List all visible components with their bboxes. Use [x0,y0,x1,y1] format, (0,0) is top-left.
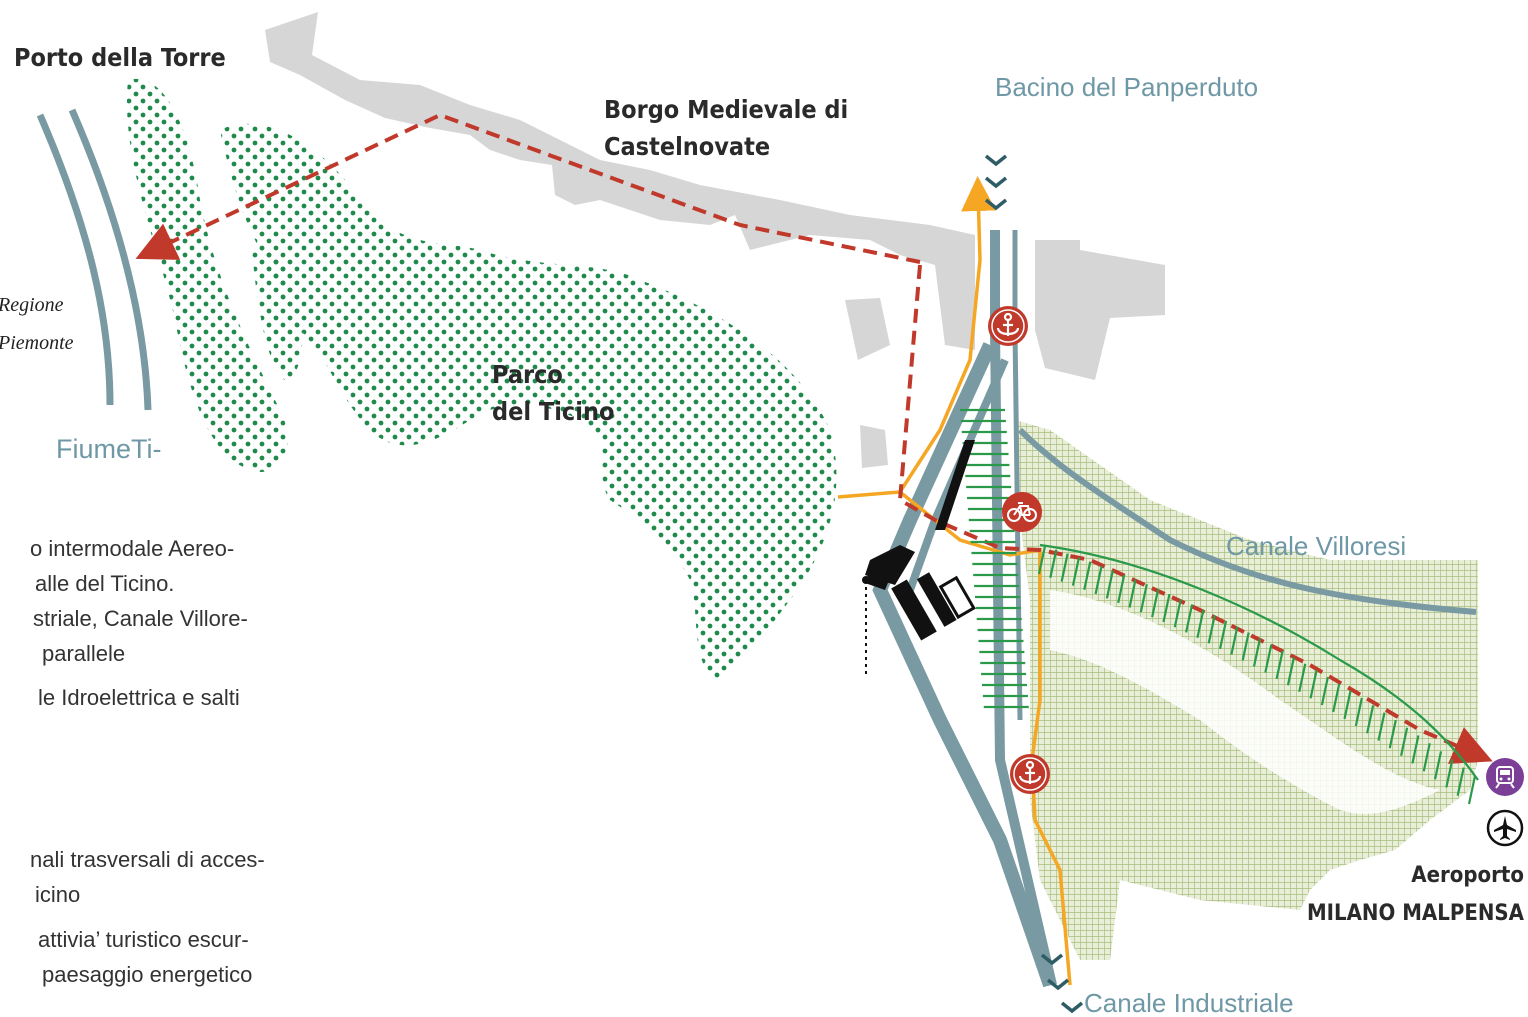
train-icon[interactable] [1486,758,1524,796]
label-borgo-line2: Castelnovate [604,132,770,161]
hatch-line [1252,638,1262,667]
grid-clearing [1050,590,1440,814]
hatch-line [1456,767,1465,796]
text-line: o intermodale Aereo- [30,536,234,561]
hatch-line [1433,751,1443,780]
airplane-icon[interactable] [1486,809,1524,847]
hatch-line [1173,598,1182,628]
hatch-line [1094,565,1103,595]
hatch-line [1275,650,1284,680]
tour-path [135,112,1493,764]
hatch-line [1207,615,1216,644]
hatch-line [1060,553,1069,582]
anchor-icon[interactable] [1010,754,1050,794]
label-canale-villoresi: Canale Villoresi [1226,531,1406,561]
text-line: alle del Ticino. [35,571,174,596]
hatch-line [1388,719,1397,749]
label-regione-line1: Regione [0,294,64,316]
hatch-line [1117,574,1126,604]
hatch-line [1377,712,1386,741]
hatch-line [1354,697,1363,727]
hatch-line [1196,609,1205,639]
label-fiume: FiumeTi- [56,434,162,464]
hatch-line [1162,593,1171,623]
text-line: attivia’ turistico escur- [38,927,249,952]
flow-direction-markers [984,154,1084,1014]
hatch-line [1083,561,1092,590]
hatch-line [1241,632,1250,661]
hatch-line [1366,705,1375,734]
ticino-river [36,108,152,411]
hatch-line [1320,676,1329,706]
hatch-line [1411,735,1420,764]
text-line: nali trasversali di acces- [30,847,265,872]
anchor-icon[interactable] [988,306,1028,346]
hatch-line [1218,620,1228,650]
hatch-line [1230,626,1239,655]
text-line: parallele [42,641,125,666]
hatch-line [1071,557,1081,586]
label-porto-della-torre: Porto della Torre [14,43,226,72]
label-aeroporto-line1: Aeroporto [1411,863,1524,888]
hatch-line [1422,743,1431,772]
hatch-line [1400,727,1409,756]
text-line: paesaggio energetico [42,962,252,987]
text-line: le Idroelettrica e salti [38,685,240,710]
hatch-line [1445,759,1454,788]
label-bacino: Bacino del Panperduto [995,72,1258,102]
label-canale-industriale: Canale Industriale [1084,988,1294,1017]
cycle-route [837,176,1072,986]
bicycle-icon[interactable] [1002,492,1042,532]
hatch-line [1286,656,1296,686]
hatch-line [1185,604,1194,633]
label-borgo-line1: Borgo Medievale di [604,95,848,124]
park-area [126,78,837,681]
text-line: striale, Canale Villore- [33,606,248,631]
green-corridor [960,408,1479,805]
label-parco-line2: del Ticino [492,397,614,426]
label-parco-line1: Parco [492,360,563,389]
label-regione-line2: Piemonte [0,332,74,354]
hatch-line [1139,583,1148,613]
hatch-line [1309,670,1318,699]
hatch-line [1343,690,1352,720]
hatch-line [1264,644,1273,673]
hatch-line [1332,683,1341,713]
hatch-line [1037,545,1047,575]
hatch-line [1049,549,1058,578]
hatch-line [1467,775,1477,805]
hatch-line [1151,588,1160,618]
description-text: o intermodale Aereo- alle del Ticino. st… [30,536,265,987]
label-aeroporto-line2: MILANO MALPENSA [1307,901,1525,926]
hydroelectric-plant [862,440,976,641]
hatch-line [1128,579,1137,608]
hatch-line [1298,663,1307,692]
hatch-line [1105,570,1114,599]
text-line: icino [35,882,80,907]
